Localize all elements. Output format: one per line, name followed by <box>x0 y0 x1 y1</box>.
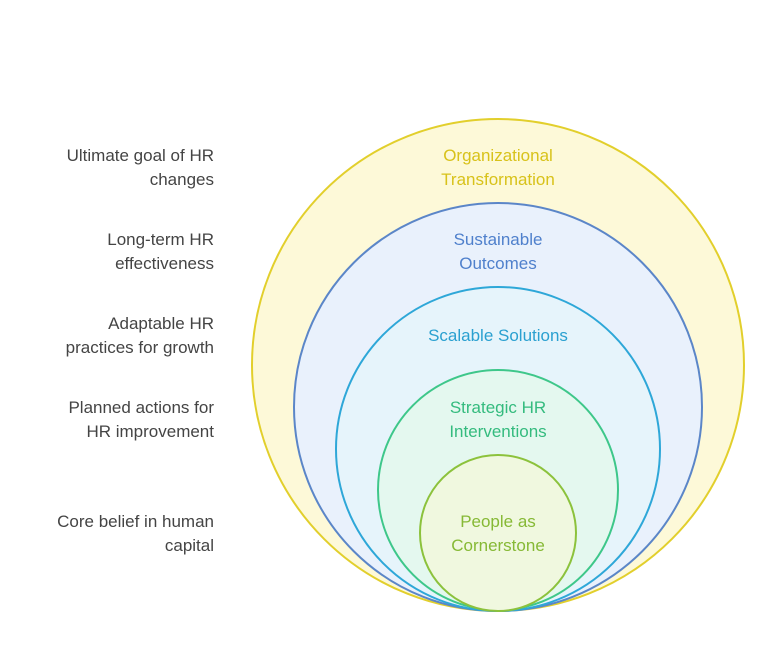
ring-title-people-as-cornerstone: People as Cornerstone <box>451 512 545 555</box>
description-people-as-cornerstone: Core belief in human capital <box>57 512 214 555</box>
ring-title-sustainable-outcomes: Sustainable Outcomes <box>453 230 543 273</box>
description-scalable-solutions: Adaptable HR practices for growth <box>65 314 214 357</box>
description-sustainable-outcomes: Long-term HR effectiveness <box>107 230 214 273</box>
description-strategic-hr-interventions: Planned actions for HR improvement <box>68 398 214 441</box>
description-organizational-transformation: Ultimate goal of HR changes <box>66 146 214 189</box>
ring-people-as-cornerstone <box>419 454 577 612</box>
ring-title-organizational-transformation: Organizational Transformation <box>441 146 555 189</box>
ring-title-scalable-solutions: Scalable Solutions <box>428 326 568 345</box>
ring-title-strategic-hr-interventions: Strategic HR Interventions <box>449 398 547 441</box>
